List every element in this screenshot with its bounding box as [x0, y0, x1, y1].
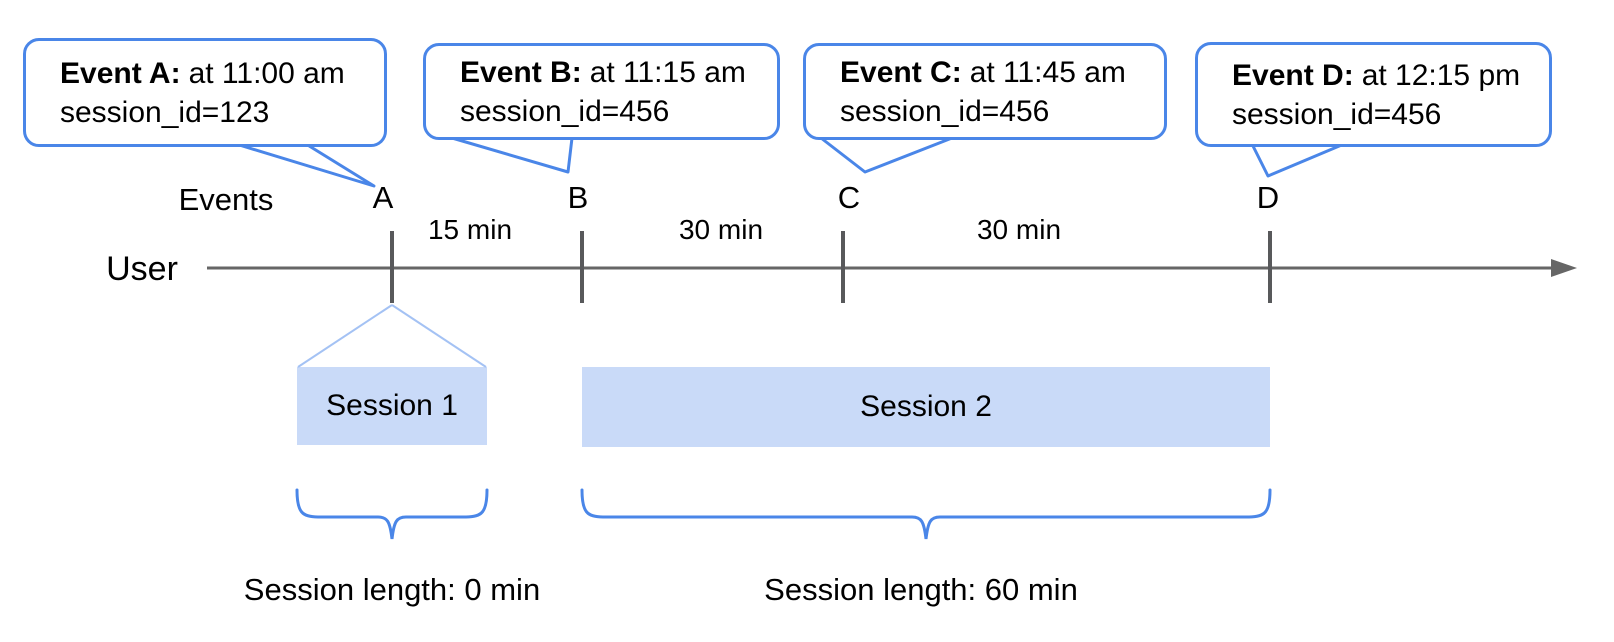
event-b-time: at 11:15 am — [589, 55, 746, 89]
user-axis-label: User — [106, 250, 178, 288]
session-1-label: Session 1 — [326, 389, 458, 422]
event-b-callout-tail — [451, 136, 574, 174]
event-d-title-line: Event D:at 12:15 pm — [1232, 56, 1539, 95]
session-2-label: Session 2 — [860, 390, 992, 423]
event-c-letter: C — [837, 180, 861, 215]
event-c-callout-tail — [820, 136, 953, 174]
session-1-box: Session 1 — [297, 367, 487, 445]
event-d-callout: Event D:at 12:15 pm session_id=456 — [1195, 42, 1552, 147]
event-d-time: at 12:15 pm — [1361, 58, 1521, 92]
event-c-time: at 11:45 am — [969, 55, 1126, 89]
session-2-brace — [580, 488, 1272, 540]
timeline-arrowhead-icon — [1551, 259, 1577, 277]
event-c-title-line: Event C:at 11:45 am — [840, 53, 1154, 92]
event-a-callout: Event A:at 11:00 am session_id=123 — [23, 38, 387, 147]
event-d-letter: D — [1256, 180, 1280, 215]
session-2-box: Session 2 — [582, 367, 1270, 447]
event-d-session-id: session_id=456 — [1232, 97, 1442, 131]
interval-c-d-label: 30 min — [976, 214, 1062, 245]
event-c-callout: Event C:at 11:45 am session_id=456 — [803, 43, 1167, 140]
event-a-callout-tail — [235, 142, 376, 188]
event-d-name: Event D: — [1232, 58, 1354, 92]
interval-a-b-label: 15 min — [427, 214, 513, 245]
event-b-session-id: session_id=456 — [460, 94, 670, 128]
event-b-letter: B — [567, 180, 589, 215]
event-a-title-line: Event A:at 11:00 am — [60, 54, 374, 93]
event-b-title-line: Event B:at 11:15 am — [460, 53, 767, 92]
event-a-session-id: session_id=123 — [60, 95, 270, 129]
event-c-name: Event C: — [840, 55, 962, 89]
event-a-letter: A — [372, 180, 394, 215]
event-a-time: at 11:00 am — [188, 56, 345, 90]
session-1-brace — [295, 488, 489, 540]
session-2-length-label: Session length: 60 min — [764, 572, 1078, 607]
event-c-session-id: session_id=456 — [840, 94, 1050, 128]
event-b-name: Event B: — [460, 55, 582, 89]
event-d-callout-tail — [1250, 142, 1345, 178]
session-1-funnel-left-line — [297, 304, 393, 368]
interval-b-c-label: 30 min — [678, 214, 764, 245]
session-1-length-label: Session length: 0 min — [243, 572, 541, 607]
event-b-callout: Event B:at 11:15 am session_id=456 — [423, 43, 780, 140]
events-axis-label: Events — [178, 182, 274, 217]
event-a-name: Event A: — [60, 56, 181, 90]
session-1-funnel-right-line — [391, 304, 487, 368]
